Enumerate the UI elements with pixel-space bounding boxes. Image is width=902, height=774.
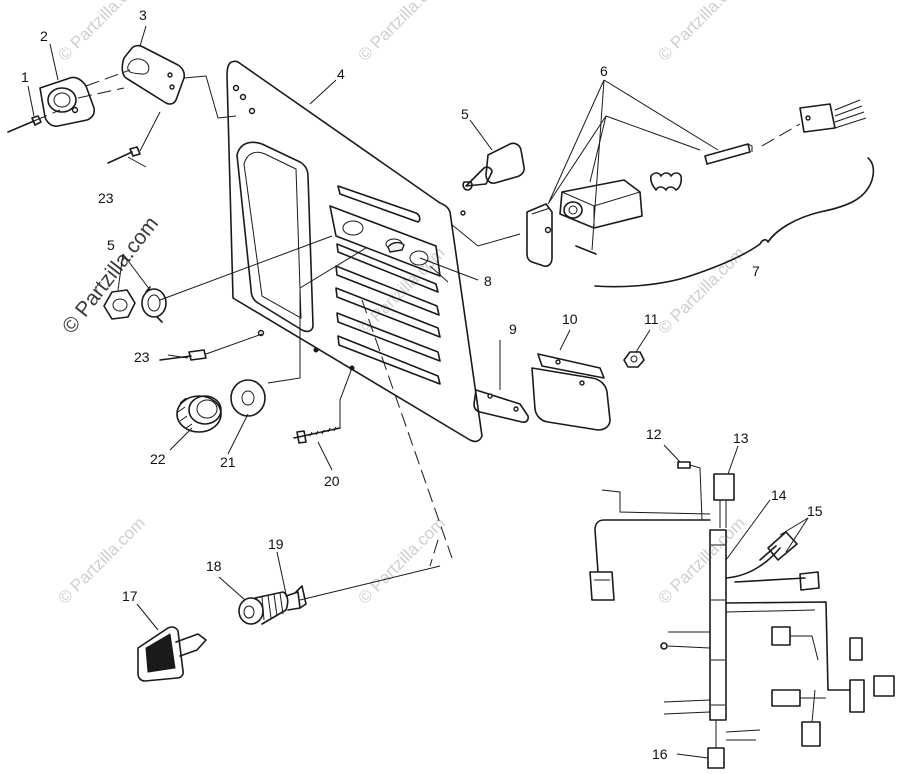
part-panel — [226, 60, 483, 443]
callout-17: 17 — [122, 588, 138, 604]
callout-8: 8 — [484, 273, 492, 289]
part-ignition-switch-18 — [238, 591, 301, 625]
callout-4: 4 — [337, 66, 345, 82]
callout-3: 3 — [139, 7, 147, 23]
callout-19: 19 — [268, 536, 284, 552]
callout-5-switch: 5 — [461, 106, 469, 122]
part-washer-21 — [230, 379, 266, 417]
callout-labels: 1 2 3 4 5 5 6 7 8 9 10 11 12 13 14 15 16… — [21, 7, 823, 762]
part-bolt-20 — [293, 426, 341, 444]
callout-21: 21 — [220, 454, 236, 470]
callout-1: 1 — [21, 69, 29, 85]
callout-16: 16 — [652, 746, 668, 762]
part-connector-7 — [594, 99, 875, 288]
part-connector-13 — [713, 473, 735, 528]
watermark-text: © Partzilla.com — [354, 513, 448, 607]
part-toggle-switch-5 — [462, 142, 525, 191]
callout-5-nut: 5 — [107, 237, 115, 253]
watermark-text: © Partzilla.com — [354, 0, 448, 65]
part-screw-23-upper — [107, 111, 161, 164]
part-ignition-key-17 — [137, 626, 207, 682]
callout-20: 20 — [324, 473, 340, 489]
watermark-layer: © Partzilla.com © Partzilla.com © Partzi… — [54, 0, 748, 608]
part-terminal-12 — [677, 461, 703, 521]
callout-10: 10 — [562, 311, 578, 327]
callout-15: 15 — [807, 503, 823, 519]
callout-23-lower: 23 — [134, 349, 150, 365]
assembly-lines — [33, 69, 801, 601]
callout-2: 2 — [40, 28, 48, 44]
watermark-main: © Partzilla.com — [58, 212, 163, 338]
callout-18: 18 — [206, 558, 222, 574]
leader-lines — [27, 25, 809, 759]
watermark-text: © Partzilla.com — [654, 513, 748, 607]
part-strap-9 — [473, 389, 529, 423]
part-cover-10 — [531, 353, 611, 431]
callout-23-upper: 23 — [98, 190, 114, 206]
part-switch-terminal-19 — [295, 585, 307, 609]
watermark-text: © Partzilla.com — [54, 0, 148, 65]
callout-13: 13 — [733, 430, 749, 446]
part-mount-plate-3 — [121, 44, 186, 105]
callout-14: 14 — [771, 487, 787, 503]
part-wire-harness-14 — [589, 489, 895, 769]
watermark-text: © Partzilla.com — [654, 0, 748, 65]
part-nut-11 — [623, 351, 645, 368]
callout-12: 12 — [646, 426, 662, 442]
part-indicator-8 — [387, 241, 405, 253]
part-switch-assembly-6 — [526, 143, 753, 267]
part-screw-23-lower — [159, 349, 207, 361]
callout-6: 6 — [600, 63, 608, 79]
part-ring-nut-22 — [176, 395, 222, 433]
callout-11: 11 — [644, 311, 659, 327]
part-nut-washer-5 — [103, 286, 167, 323]
part-bezel-2 — [39, 76, 95, 127]
watermark-text: © Partzilla.com — [654, 243, 748, 337]
callout-9: 9 — [509, 321, 517, 337]
part-screw-1 — [7, 115, 42, 133]
callout-22: 22 — [150, 451, 166, 467]
callout-7: 7 — [752, 263, 760, 279]
